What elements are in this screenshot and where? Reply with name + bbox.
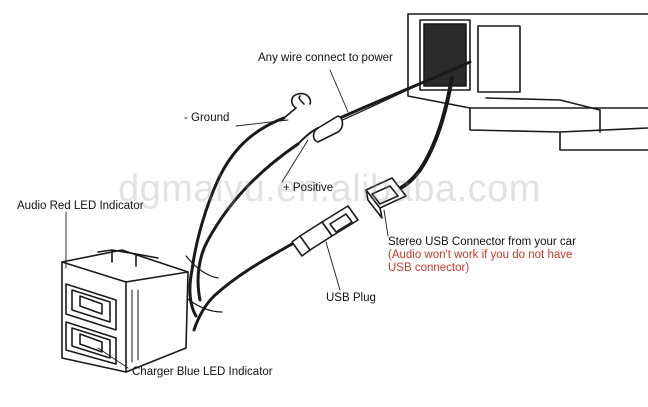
label-audio-red-led: Audio Red LED Indicator bbox=[17, 200, 144, 212]
label-positive: + Positive bbox=[283, 182, 334, 194]
usb-cable bbox=[192, 242, 294, 332]
leader-any-wire bbox=[329, 69, 349, 113]
label-stereo-usb-connector: Stereo USB Connector from your car bbox=[388, 236, 576, 248]
leader-ground bbox=[235, 119, 289, 127]
wire-break-1 bbox=[185, 255, 219, 279]
leader-usb-plug bbox=[325, 241, 341, 291]
label-usb-plug: USB Plug bbox=[326, 292, 376, 304]
label-charger-blue-led: Charger Blue LED Indicator bbox=[132, 366, 273, 378]
label-any-wire: Any wire connect to power bbox=[258, 52, 393, 64]
ground-ring-terminal bbox=[283, 92, 312, 119]
leader-stereo-usb bbox=[383, 209, 389, 237]
stereo-usb-port-panel bbox=[423, 23, 467, 87]
leader-charger-blue bbox=[97, 347, 129, 369]
label-audio-note-1: (Audio won't work if you do not have bbox=[388, 249, 573, 261]
inline-fuse bbox=[297, 115, 344, 145]
positive-wire bbox=[196, 142, 300, 302]
switch-module bbox=[61, 249, 189, 373]
label-ground: - Ground bbox=[184, 112, 230, 124]
power-wire-upper bbox=[338, 60, 472, 120]
car-dashboard bbox=[407, 13, 648, 151]
usb-plug-shape bbox=[291, 205, 359, 257]
label-audio-note-2: USB connector) bbox=[388, 262, 470, 274]
watermark: dgmaiyu.en.alibaba.com bbox=[118, 168, 541, 210]
stereo-usb-connector bbox=[365, 177, 407, 219]
ground-wire bbox=[188, 116, 286, 318]
leader-positive bbox=[281, 139, 309, 183]
